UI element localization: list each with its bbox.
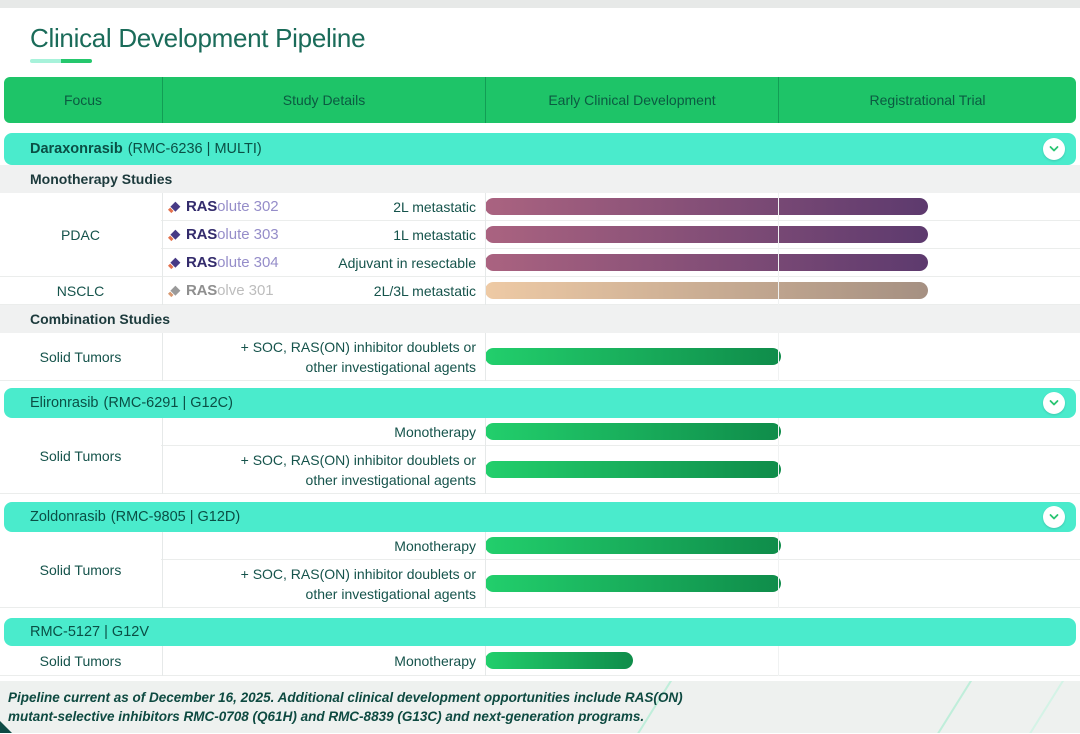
trial-detail: Adjuvant in resectable [338, 254, 476, 271]
table-row: + SOC, RAS(ON) inhibitor doublets or oth… [0, 333, 1080, 381]
page-background-strip [0, 0, 1080, 8]
ras-diamond-icon [167, 227, 181, 241]
trial-detail: 2L/3L metastatic [373, 282, 476, 299]
trial-detail-line2: other investigational agents [305, 585, 476, 602]
ras-diamond-icon [167, 255, 181, 269]
trial-detail: Monotherapy [394, 423, 476, 440]
chevron-down-icon [1049, 146, 1059, 152]
progress-bar [485, 423, 781, 440]
ras-diamond-icon [167, 283, 181, 297]
chevron-down-icon [1049, 514, 1059, 520]
trial-detail-line1: + SOC, RAS(ON) inhibitor doublets or [240, 565, 476, 582]
column-divider [778, 646, 779, 676]
section-drug-suffix: (RMC-6236 | MULTI) [127, 141, 262, 157]
column-divider [162, 646, 163, 676]
footer-note: Pipeline current as of December 16, 2025… [0, 681, 1080, 733]
column-divider [162, 418, 163, 494]
progress-bar [485, 537, 781, 554]
combination-rows-daraxonrasib: Solid Tumors + SOC, RAS(ON) inhibitor do… [0, 333, 1080, 381]
section-drug-suffix: (RMC-6291 | G12C) [103, 395, 233, 411]
column-divider [778, 532, 779, 608]
table-row: Monotherapy [0, 418, 1080, 446]
rows-zoldonrasib: Solid Tumors Monotherapy + SOC, RAS(ON) … [0, 532, 1080, 608]
table-row: + SOC, RAS(ON) inhibitor doublets or oth… [0, 560, 1080, 608]
collapse-section-button[interactable] [1043, 392, 1065, 414]
column-divider [162, 333, 163, 381]
table-row: + SOC, RAS(ON) inhibitor doublets or oth… [0, 446, 1080, 494]
corner-decoration [0, 721, 12, 733]
footer-line-1: Pipeline current as of December 16, 2025… [8, 690, 683, 705]
progress-bar [485, 254, 929, 271]
progress-bar [485, 348, 781, 365]
column-divider [162, 193, 163, 305]
trial-detail-line1: + SOC, RAS(ON) inhibitor doublets or [240, 338, 476, 355]
title-block: Clinical Development Pipeline [0, 8, 1080, 63]
trial-detail-line2: other investigational agents [305, 358, 476, 375]
legend-column-registrational-trial: Registrational Trial [778, 77, 1076, 123]
table-row: Monotherapy [0, 646, 1080, 676]
progress-bar [485, 198, 929, 215]
column-divider [485, 193, 486, 305]
focus-label-solid-tumors: Solid Tumors [0, 532, 161, 607]
section-header-elironrasib[interactable]: Elironrasib (RMC-6291 | G12C) [4, 388, 1076, 418]
trial-detail-line1: + SOC, RAS(ON) inhibitor doublets or [240, 451, 476, 468]
focus-label-solid-tumors: Solid Tumors [0, 333, 161, 380]
ras-diamond-icon [167, 199, 181, 213]
progress-bar [485, 282, 929, 299]
stage-legend-bar: Focus Study Details Early Clinical Devel… [4, 77, 1076, 123]
page-title: Clinical Development Pipeline [30, 23, 366, 53]
section-drug-name: Zoldonrasib [30, 509, 106, 525]
legend-column-focus: Focus [63, 92, 103, 108]
focus-label-solid-tumors: Solid Tumors [0, 646, 161, 675]
column-divider [778, 418, 779, 494]
section-drug-suffix: (RMC-9805 | G12D) [110, 509, 241, 525]
section-header-daraxonrasib[interactable]: Daraxonrasib (RMC-6236 | MULTI) [4, 133, 1076, 165]
footer-line-2: mutant-selective inhibitors RMC-0708 (Q6… [8, 709, 645, 724]
progress-bar [485, 226, 929, 243]
collapse-section-button[interactable] [1043, 138, 1065, 160]
legend-column-early-clinical-development: Early Clinical Development [485, 77, 778, 123]
column-divider [485, 418, 486, 494]
column-divider [162, 532, 163, 608]
chevron-down-icon [1049, 400, 1059, 406]
focus-label-pdac: PDAC [0, 193, 161, 276]
focus-label-nsclc: NSCLC [0, 277, 161, 304]
section-header-zoldonrasib[interactable]: Zoldonrasib (RMC-9805 | G12D) [4, 502, 1076, 532]
column-divider [485, 646, 486, 676]
trial-detail: Monotherapy [394, 537, 476, 554]
progress-bar [485, 652, 633, 669]
trial-detail-line2: other investigational agents [305, 471, 476, 488]
section-drug-name: RMC-5127 | G12V [30, 624, 150, 640]
subsection-heading-combination: Combination Studies [0, 305, 1080, 333]
collapse-section-button[interactable] [1043, 506, 1065, 528]
section-drug-name: Elironrasib [30, 395, 99, 411]
rows-rmc-5127: Solid Tumors Monotherapy [0, 646, 1080, 676]
column-divider [778, 333, 779, 381]
trial-detail: Monotherapy [394, 652, 476, 669]
table-row: Monotherapy [0, 532, 1080, 560]
subsection-heading-monotherapy: Monotherapy Studies [0, 165, 1080, 193]
section-header-rmc-5127[interactable]: RMC-5127 | G12V [4, 618, 1076, 646]
progress-bar [485, 461, 781, 478]
trial-detail: 2L metastatic [393, 198, 476, 215]
column-divider [485, 333, 486, 381]
title-underline [30, 59, 92, 63]
focus-label-solid-tumors: Solid Tumors [0, 418, 161, 493]
legend-column-study-details: Study Details [162, 77, 485, 123]
column-divider [778, 193, 779, 305]
column-divider [485, 532, 486, 608]
progress-bar [485, 575, 781, 592]
section-drug-name: Daraxonrasib [30, 141, 123, 157]
trial-detail: 1L metastatic [393, 226, 476, 243]
rows-elironrasib: Solid Tumors Monotherapy + SOC, RAS(ON) … [0, 418, 1080, 494]
